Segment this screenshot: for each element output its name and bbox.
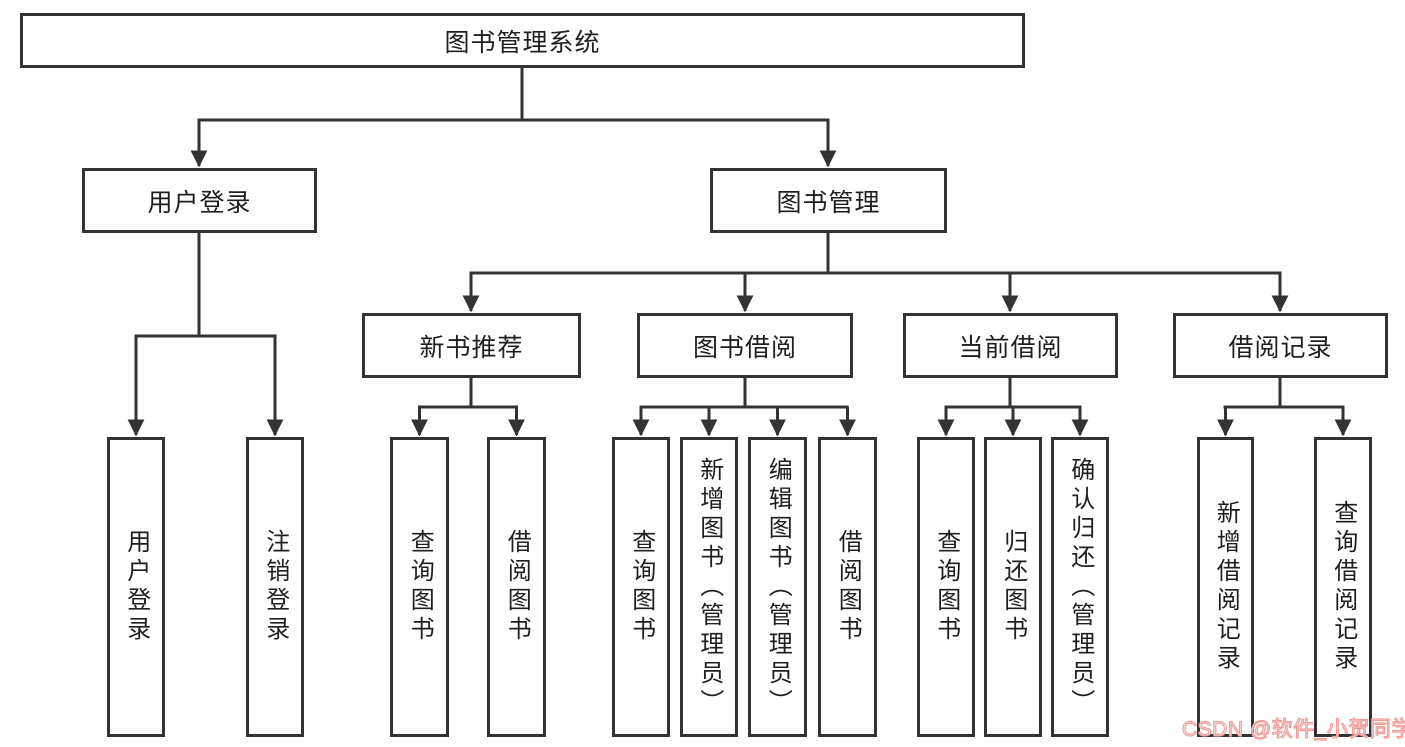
leaf-add-borrow-record: 新增借阅记录: [1197, 437, 1254, 737]
node-current-borrowing: 当前借阅: [903, 313, 1118, 378]
node-label: 图书借阅: [692, 333, 797, 362]
leaf-label: 查询图书: [406, 529, 434, 645]
leaf-user-login: 用户登录: [107, 437, 165, 737]
node-label: 新书推荐: [419, 333, 524, 362]
leaf-borrow-books-recommend: 借阅图书: [487, 437, 546, 737]
leaf-label: 借阅图书: [834, 529, 862, 645]
leaf-query-books-recommend: 查询图书: [390, 437, 449, 737]
leaf-return-books: 归还图书: [984, 437, 1042, 737]
node-label: 用户登录: [147, 188, 252, 217]
leaf-label: 新增借阅记录: [1212, 500, 1240, 674]
node-library-management-system: 图书管理系统: [20, 13, 1025, 68]
node-user-login: 用户登录: [82, 168, 317, 233]
leaf-label: 编辑图书（管理员）: [764, 456, 792, 718]
csdn-watermark: CSDN @软件_小贺同学: [1181, 717, 1405, 741]
node-label: 当前借阅: [958, 333, 1063, 362]
leaf-query-books-current: 查询图书: [917, 437, 975, 737]
leaf-edit-books-admin: 编辑图书（管理员）: [748, 437, 807, 737]
node-label: 图书管理: [776, 188, 881, 217]
node-new-book-recommend: 新书推荐: [362, 313, 581, 378]
leaf-label: 查询借阅记录: [1329, 500, 1357, 674]
leaf-confirm-return-admin: 确认归还（管理员）: [1051, 437, 1109, 737]
leaf-query-books-borrowing: 查询图书: [612, 437, 670, 737]
leaf-label: 查询图书: [932, 529, 960, 645]
node-book-borrowing: 图书借阅: [637, 313, 853, 378]
node-label: 图书管理系统: [444, 28, 601, 57]
node-borrowing-records: 借阅记录: [1173, 313, 1388, 378]
leaf-label: 查询图书: [627, 529, 655, 645]
leaf-add-books-admin: 新增图书（管理员）: [680, 437, 738, 737]
leaf-label: 注销登录: [261, 529, 289, 645]
node-book-management: 图书管理: [710, 168, 947, 233]
leaf-label: 确认归还（管理员）: [1066, 456, 1094, 718]
leaf-label: 归还图书: [999, 529, 1027, 645]
leaf-label: 借阅图书: [503, 529, 531, 645]
leaf-borrow-books: 借阅图书: [818, 437, 877, 737]
node-label: 借阅记录: [1228, 333, 1333, 362]
leaf-label: 用户登录: [122, 529, 150, 645]
leaf-query-borrow-record: 查询借阅记录: [1314, 437, 1372, 737]
leaf-label: 新增图书（管理员）: [695, 456, 723, 718]
leaf-logout: 注销登录: [246, 437, 304, 737]
